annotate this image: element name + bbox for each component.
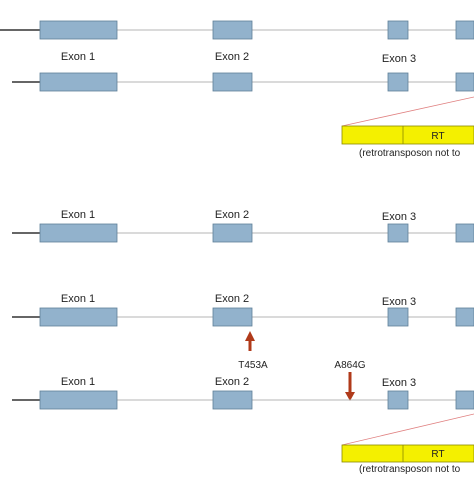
exon-1-box: [39, 223, 118, 243]
mutation-t453a: T453A: [238, 331, 268, 371]
mutation-a864g: A864G: [334, 360, 366, 401]
exon-1-label: Exon 1: [61, 51, 95, 63]
exon-3-label: Exon 3: [382, 211, 416, 223]
retrotransposon-note: (retrotransposon not to: [359, 464, 461, 474]
exon-4-box: [455, 20, 474, 40]
exon-3-box: [387, 307, 409, 327]
exon-3-box: [387, 223, 409, 243]
retrotransposon-insert-2: RT (retrotransposon not to: [341, 444, 474, 475]
exon-3-label: Exon 3: [382, 53, 416, 65]
exon-1-label: Exon 1: [61, 376, 95, 388]
exon-1-box: [39, 20, 118, 40]
gene-row-1: [0, 20, 474, 40]
exon-4-box: [455, 307, 474, 327]
exon-2-label: Exon 2: [215, 51, 249, 63]
zoom-line: [341, 96, 474, 127]
rt-label: RT: [431, 449, 444, 460]
exon-3-label: Exon 3: [382, 377, 416, 389]
exon-2-box: [212, 72, 253, 92]
exon-1-box: [39, 390, 118, 410]
gene-row-4: [12, 307, 474, 327]
zoom-line: [341, 413, 474, 446]
exon-2-box: [212, 307, 253, 327]
exon-2-label: Exon 2: [215, 376, 249, 388]
exon-3-label: Exon 3: [382, 296, 416, 308]
exon-2-label: Exon 2: [215, 209, 249, 221]
exon-4-box: [455, 72, 474, 92]
exon-4-box: [455, 390, 474, 410]
exon-3-box: [387, 72, 409, 92]
exon-1-label: Exon 1: [61, 293, 95, 305]
exon-2-box: [212, 223, 253, 243]
exon-2-box: [212, 390, 253, 410]
exon-4-box: [455, 223, 474, 243]
retrotransposon-bar: [341, 125, 474, 145]
rt-label: RT: [431, 131, 444, 142]
gene-row-2: [12, 72, 474, 127]
exon-2-label: Exon 2: [215, 293, 249, 305]
retrotransposon-insert-1: RT (retrotransposon not to: [341, 125, 474, 159]
exon-1-box: [39, 72, 118, 92]
exon-2-box: [212, 20, 253, 40]
mutation-label-a864g: A864G: [334, 360, 365, 371]
up-arrow-icon: [245, 331, 255, 351]
exon-1-label: Exon 1: [61, 209, 95, 221]
down-arrow-icon: [345, 372, 355, 401]
exon-1-box: [39, 307, 118, 327]
exon-3-box: [387, 390, 409, 410]
gene-row-5: [12, 390, 474, 446]
mutation-label-t453a: T453A: [238, 360, 268, 371]
gene-row-3: [12, 223, 474, 243]
retrotransposon-note: (retrotransposon not to: [359, 148, 461, 159]
retrotransposon-bar: [341, 444, 474, 463]
exon-3-box: [387, 20, 409, 40]
